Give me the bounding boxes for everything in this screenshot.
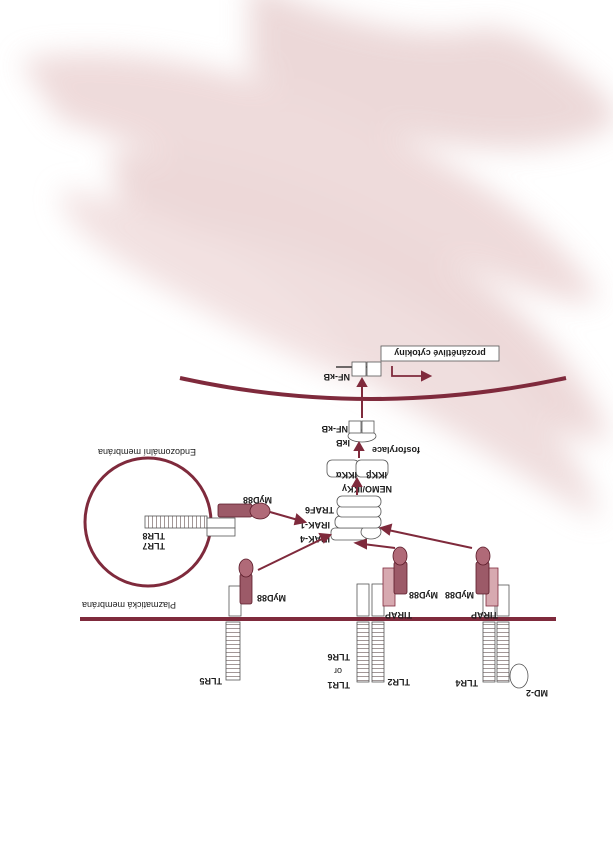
- tlr5-label: TLR5: [200, 676, 223, 686]
- myd88-endo-label: MyD88: [243, 495, 272, 505]
- shadow-shape-upper: [20, 53, 600, 302]
- myd88-left: MyD88: [238, 558, 286, 605]
- ikkb-label: IKKβ: [366, 470, 387, 480]
- arrowhead-nfkb-nucleus: [356, 376, 368, 387]
- nuclear-membrane: [179, 376, 567, 401]
- md2-label: MD-2: [526, 688, 548, 698]
- myd88-endosomal: MyD88: [217, 495, 272, 520]
- tlr2-label: TLR2: [388, 677, 411, 687]
- traf6-label: TRAF6: [305, 505, 334, 515]
- or-label: or: [334, 666, 342, 676]
- irak1-label: IRAK-1: [300, 520, 330, 530]
- tlr7-tir-domain-2: [206, 527, 236, 537]
- myd88-right-label: MyD88: [445, 590, 474, 600]
- arrowhead-myd88-left: [318, 532, 333, 544]
- signaling-arrows: [257, 366, 473, 571]
- arrow-myd88-left-to-irak: [257, 537, 325, 571]
- arrowhead-endo-myd88: [293, 513, 308, 526]
- plasma-membrane-label: Plazmatická membrána: [82, 600, 176, 610]
- ikb-nfkb-complex: IκB NF-κB: [321, 420, 377, 448]
- irak-traf6-complex: IRAK-4 IRAK-1 TRAF6: [300, 495, 382, 544]
- tirap-right-label: TIRAP: [471, 610, 498, 620]
- arrowhead-traf6-ikk: [351, 476, 363, 487]
- ikka-label: IKKα: [336, 470, 357, 480]
- tlr4-receptor: TLR4 MD-2: [456, 584, 548, 698]
- nemo-label: NEMO/IKKγ: [342, 484, 392, 494]
- tlr8-label: TLR8: [143, 531, 166, 541]
- tirap-mid-label: TIRAP: [385, 610, 412, 620]
- ikb-label: IκB: [335, 438, 350, 448]
- tlr7-tir-domain: [206, 517, 236, 529]
- tirap-myd88-right: TIRAP MyD88: [445, 546, 499, 620]
- ikk-complex: IKKα IKKβ NEMO/IKKγ: [326, 459, 392, 494]
- arrow-myd88-right-to-irak: [387, 529, 473, 549]
- background-hand-shadow: [20, 0, 613, 520]
- myd88-left-label: MyD88: [257, 593, 286, 603]
- shadow-shape-finger: [60, 190, 353, 380]
- phosphorylation-label: fosforylace: [372, 445, 420, 455]
- endosomal-membrane-label: Endozomální membrána: [98, 447, 196, 457]
- nfkb-nuclear: NF-κB: [323, 361, 382, 382]
- nfkb-cyto-label: NF-κB: [321, 424, 348, 434]
- tlr5-receptor: TLR5: [200, 585, 242, 686]
- tlr6-lower-label: TLR6: [328, 652, 351, 662]
- irak4-label: IRAK-4: [300, 534, 330, 544]
- nfkb-nuc-label: NF-κB: [323, 372, 350, 382]
- tlr1-tlr2-receptor: TLR1 or TLR6 TLR2: [328, 583, 411, 690]
- cytokines-box: prozánětlivé cytokiny: [380, 345, 500, 362]
- myd88-mid-label: MyD88: [409, 590, 438, 600]
- arrow-myd88-mid-to-irak: [362, 543, 396, 549]
- tlr7-ectodomain: [144, 515, 208, 529]
- cytokines-label: prozánětlivé cytokiny: [394, 348, 486, 358]
- arrowhead-myd88-right: [378, 523, 393, 536]
- md2-ellipse: [509, 663, 529, 689]
- arrowhead-transcription: [421, 370, 433, 382]
- arrowhead-ikk-ikb: [353, 440, 365, 451]
- endosomal-tlr: TLR8 TLR7: [143, 515, 236, 551]
- tlr1-label: TLR1: [328, 680, 351, 690]
- arrowhead-myd88-mid: [353, 538, 367, 550]
- tirap-myd88-mid: TIRAP MyD88: [382, 546, 438, 620]
- arrow-transcription: [391, 366, 424, 377]
- tlr4-label: TLR4: [456, 678, 479, 688]
- tlr7-label: TLR7: [143, 541, 166, 551]
- arrow-endo-myd88-to-irak: [269, 511, 299, 521]
